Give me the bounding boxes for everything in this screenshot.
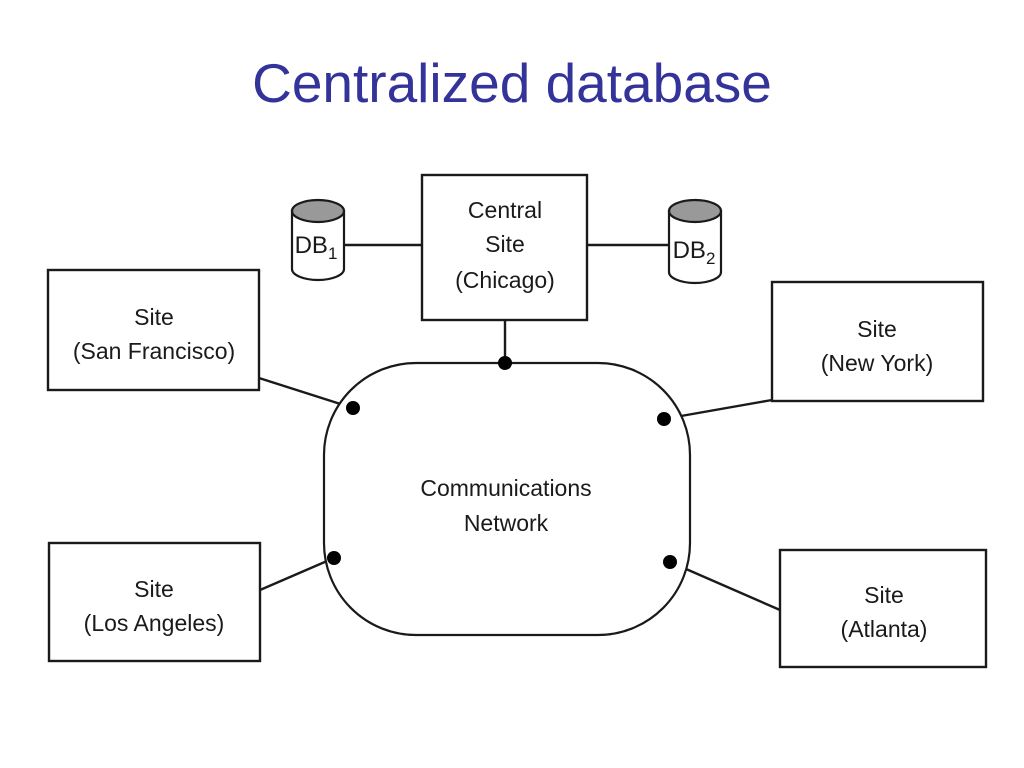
db2-name: DB [673, 237, 706, 264]
new-york-location: (New York) [821, 350, 933, 376]
los-angeles-label: Site [134, 576, 174, 602]
central-site-box[interactable] [420, 173, 589, 322]
new-york-rect [770, 280, 985, 403]
site-box-atlanta[interactable]: Site (Atlanta) [778, 548, 988, 669]
db2-cylinder-top [667, 198, 723, 224]
database-cylinder-db1[interactable]: DB1 [290, 198, 346, 282]
san-francisco-location: (San Francisco) [73, 338, 235, 364]
san-francisco-label: Site [134, 304, 174, 330]
new-york-label: Site [857, 316, 897, 342]
db2-cylinder-body [667, 209, 723, 285]
central-site-line1: Central [468, 197, 542, 223]
db2-subscript: 2 [706, 249, 715, 268]
db1-subscript: 1 [328, 244, 337, 263]
db1-cylinder-body [290, 209, 346, 282]
network-label-line2: Network [464, 510, 549, 536]
atlanta-label: Site [864, 582, 904, 608]
network-port-bottom-left [327, 551, 341, 565]
site-box-los-angeles[interactable]: Site (Los Angeles) [47, 541, 262, 663]
link-san-francisco-to-network [258, 376, 354, 410]
db1-label: DB1 [295, 232, 338, 263]
network-port-bottom-right [663, 555, 677, 569]
los-angeles-location: (Los Angeles) [84, 610, 225, 636]
atlanta-rect [778, 548, 988, 669]
link-atlanta-to-network [669, 560, 781, 612]
atlanta-location: (Atlanta) [841, 616, 928, 642]
db2-label: DB2 [673, 237, 716, 268]
link-los-angeles-to-network [259, 556, 335, 592]
network-label-line1: Communications [420, 475, 591, 501]
central-site-line2: Site [485, 231, 525, 257]
db1-name: DB [295, 232, 328, 259]
db1-cylinder-top [290, 198, 346, 224]
network-port-top-left [346, 401, 360, 415]
los-angeles-rect [47, 541, 262, 663]
network-port-top [498, 356, 512, 370]
database-cylinder-db2[interactable]: DB2 [667, 198, 723, 285]
san-francisco-rect [46, 268, 261, 392]
network-port-top-right [657, 412, 671, 426]
page-title: Centralized database [252, 52, 772, 114]
central-site-line3: (Chicago) [455, 267, 555, 293]
site-box-san-francisco[interactable]: Site (San Francisco) [46, 268, 261, 392]
site-box-new-york[interactable]: Site (New York) [770, 280, 985, 403]
